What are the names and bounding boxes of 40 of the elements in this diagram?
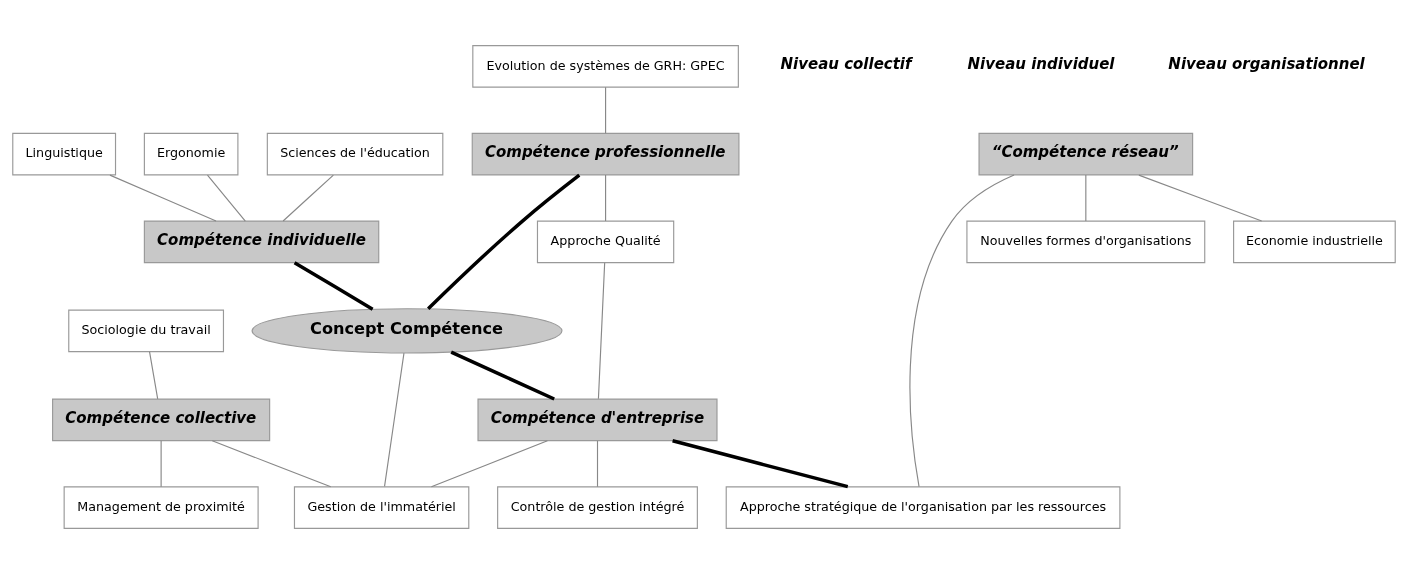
connector: [427, 173, 581, 310]
node-box: Economie industrielle: [1233, 220, 1396, 264]
connector: [282, 174, 334, 222]
node-box: “Compétence réseau”: [978, 132, 1194, 176]
connector: [605, 174, 607, 222]
node-box: Ergonomie: [143, 132, 239, 176]
node-box: Approche stratégique de l'organisation par les ressources: [725, 486, 1121, 529]
node-box: Linguistique: [12, 132, 117, 176]
connector: [109, 174, 217, 222]
connector: [909, 174, 1015, 488]
connector: [211, 440, 332, 488]
node-box: Management de proximité: [63, 486, 259, 529]
node-box: Sciences de l'éducation: [266, 132, 444, 176]
connector: [596, 440, 599, 488]
label: Niveau individuel: [967, 55, 1115, 74]
connector: [1138, 174, 1263, 222]
node-box: Nouvelles formes d'organisations: [966, 220, 1206, 264]
connector: [383, 352, 405, 487]
node-box: Sociologie du travail: [68, 309, 225, 353]
connector: [450, 350, 555, 401]
node-box: Compétence professionnelle: [471, 132, 740, 176]
connector: [148, 351, 159, 400]
node-box: Compétence d'entreprise: [477, 398, 718, 442]
connector: [605, 86, 607, 134]
node-box: Contrôle de gestion intégré: [497, 486, 698, 529]
connector: [293, 261, 374, 311]
connector: [672, 439, 849, 489]
connector: [206, 174, 246, 222]
connector: [430, 440, 548, 488]
node-ellipse: Concept Compétence: [251, 308, 563, 354]
node-box: Evolution de systèmes de GRH: GPEC: [472, 45, 739, 88]
node-box: Compétence individuelle: [143, 220, 380, 264]
connector: [160, 440, 162, 488]
node-box: Compétence collective: [52, 398, 271, 442]
connector: [1085, 174, 1087, 222]
node-box: Approche Qualité: [536, 220, 675, 264]
node-box: Gestion de l'immatériel: [293, 486, 470, 529]
label: Niveau collectif: [780, 55, 912, 74]
label: Niveau organisationnel: [1168, 55, 1365, 74]
connector: [597, 262, 606, 400]
